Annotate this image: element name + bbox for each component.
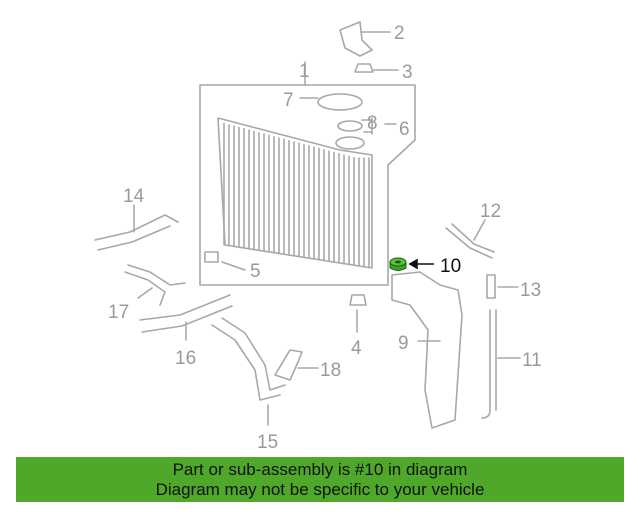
part-18-bracket (274, 349, 303, 381)
banner-line-2: Diagram may not be specific to your vehi… (155, 480, 485, 499)
arrow-10 (408, 258, 434, 270)
label-13: 13 (520, 280, 541, 301)
part-15-hose (211, 317, 286, 401)
label-10: 10 (440, 256, 461, 277)
part-4-cushion (349, 294, 367, 306)
label-6: 6 (399, 119, 410, 140)
label-11: 11 (522, 350, 542, 371)
radiator-core (217, 117, 373, 269)
label-3: 3 (402, 62, 413, 83)
label-14: 14 (123, 186, 145, 207)
part-9-reservoir (391, 271, 463, 429)
label-17: 17 (108, 302, 129, 323)
label-5: 5 (250, 261, 261, 282)
banner-line-1: Part or sub-assembly is #10 in diagram (172, 460, 468, 479)
part-11-hose (481, 309, 497, 419)
info-banner: Part or sub-assembly is #10 in diagram D… (16, 457, 624, 502)
part-3-cushion (354, 63, 374, 73)
part-7-cap (317, 93, 363, 111)
label-15: 15 (257, 432, 278, 453)
part-16-hose (139, 294, 233, 333)
part-5-drain-plug (204, 251, 219, 263)
part-8-seal (337, 120, 363, 132)
label-9: 9 (398, 333, 409, 354)
part-17-hose (124, 264, 186, 306)
label-12: 12 (480, 201, 501, 222)
part-13-clamp (486, 274, 496, 299)
part-14-hose (94, 214, 179, 251)
part-10-highlighted (389, 257, 407, 271)
label-2: 2 (394, 23, 405, 44)
label-7: 7 (283, 90, 294, 111)
label-18: 18 (320, 360, 341, 381)
label-16: 16 (175, 348, 196, 369)
radiator-outline (199, 84, 416, 286)
label-4: 4 (351, 338, 362, 359)
label-8: 8 (367, 113, 378, 134)
label-1: 1 (299, 61, 310, 82)
part-12-hose (445, 223, 495, 259)
part-2-bracket (339, 21, 373, 57)
